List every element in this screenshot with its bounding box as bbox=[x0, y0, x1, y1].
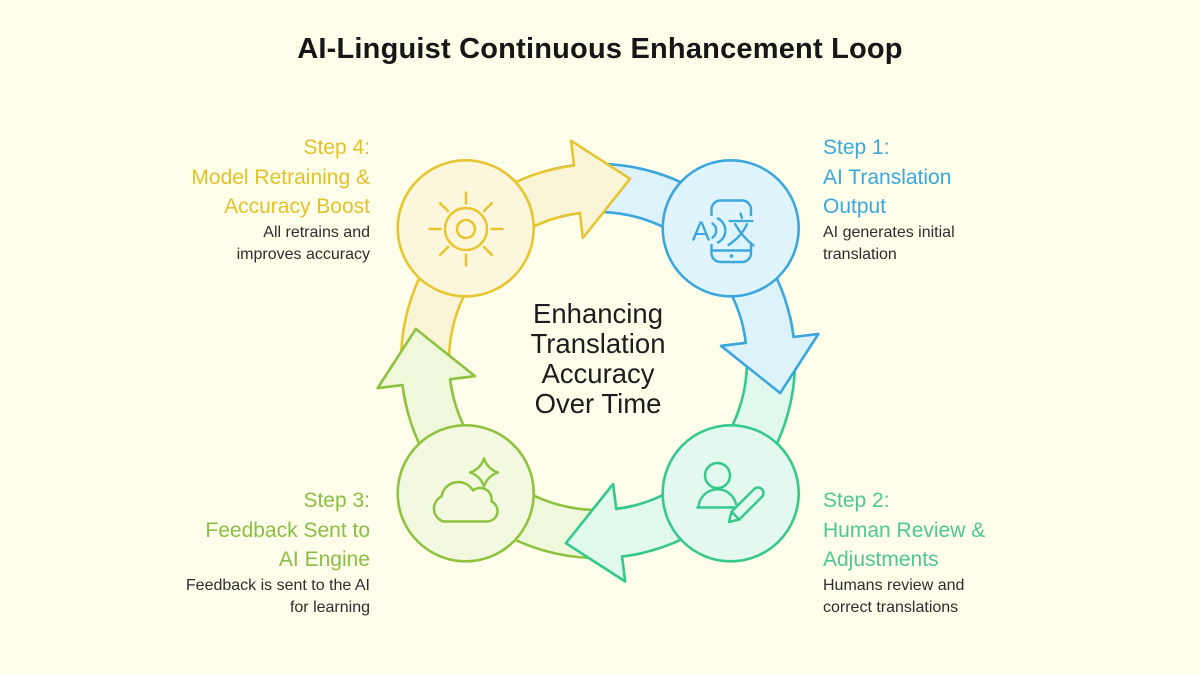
step-3-heading-line: Feedback Sent to bbox=[205, 518, 370, 542]
step-1-heading-line: Output bbox=[823, 195, 887, 218]
center-label-line: Translation bbox=[530, 328, 666, 359]
sound-wave-large bbox=[716, 217, 727, 244]
step-2-heading-line: Human Review & bbox=[823, 518, 986, 542]
step-3-circle bbox=[396, 423, 536, 563]
center-label-line: Over Time bbox=[534, 388, 662, 419]
pencil bbox=[727, 486, 765, 524]
person-edit-icon bbox=[696, 461, 765, 524]
step-4-body-line: All retrains and bbox=[263, 223, 370, 241]
cloud-sparkle-icon bbox=[432, 457, 500, 523]
step-3-body-line: for learning bbox=[289, 598, 370, 616]
step-1-label: Step 1: AI Translation Output AI generat… bbox=[823, 133, 955, 266]
step-1-heading-line: AI Translation bbox=[823, 165, 952, 189]
step-2-body-line: correct translations bbox=[823, 598, 959, 616]
step-2-heading-line: Adjustments bbox=[823, 548, 939, 571]
sun-icon bbox=[428, 191, 504, 267]
page-title: AI-Linguist Continuous Enhancement Loop bbox=[297, 33, 903, 65]
step-4-heading-line: Step 4: bbox=[303, 136, 370, 159]
arrowhead-step-2 bbox=[564, 482, 644, 583]
step-4-label: Step 4: Model Retraining & Accuracy Boos… bbox=[191, 133, 370, 266]
center-label-line: Enhancing bbox=[533, 298, 663, 329]
step-4-circle bbox=[396, 159, 536, 298]
band-step-4 bbox=[399, 139, 632, 407]
sound-wave-small bbox=[711, 222, 718, 239]
step-3-heading-line: AI Engine bbox=[278, 548, 370, 571]
step-1-body-line: translation bbox=[823, 245, 897, 263]
center-label: Enhancing Translation Accuracy Over Time bbox=[530, 299, 665, 419]
step-1-heading-line: Step 1: bbox=[823, 136, 890, 159]
step-2-label: Step 2: Human Review & Adjustments Human… bbox=[823, 486, 985, 619]
sparkle bbox=[468, 457, 500, 488]
step-2-heading-line: Step 2: bbox=[823, 489, 890, 512]
step-2-body-line: Humans review and bbox=[823, 576, 965, 594]
step-1-body-line: AI generates initial bbox=[823, 223, 955, 241]
step-1-circle bbox=[661, 159, 801, 298]
step-4-heading-line: Accuracy Boost bbox=[224, 195, 370, 218]
step-4-body-line: improves accuracy bbox=[236, 245, 370, 263]
step-3-label: Step 3: Feedback Sent to AI Engine Feedb… bbox=[186, 486, 370, 619]
arrowhead-step-3 bbox=[376, 327, 477, 407]
step-3-heading-line: Step 3: bbox=[303, 489, 370, 512]
arrowhead-step-1 bbox=[719, 315, 820, 395]
step-3-body-line: Feedback is sent to the AI bbox=[185, 576, 370, 594]
cloud bbox=[432, 480, 499, 523]
cjk-character bbox=[727, 212, 755, 247]
latin-letter: A bbox=[692, 216, 711, 247]
step-4-heading-line: Model Retraining & bbox=[191, 165, 370, 189]
center-label-line: Accuracy bbox=[541, 358, 655, 389]
phone-translate-icon: A bbox=[692, 199, 756, 264]
